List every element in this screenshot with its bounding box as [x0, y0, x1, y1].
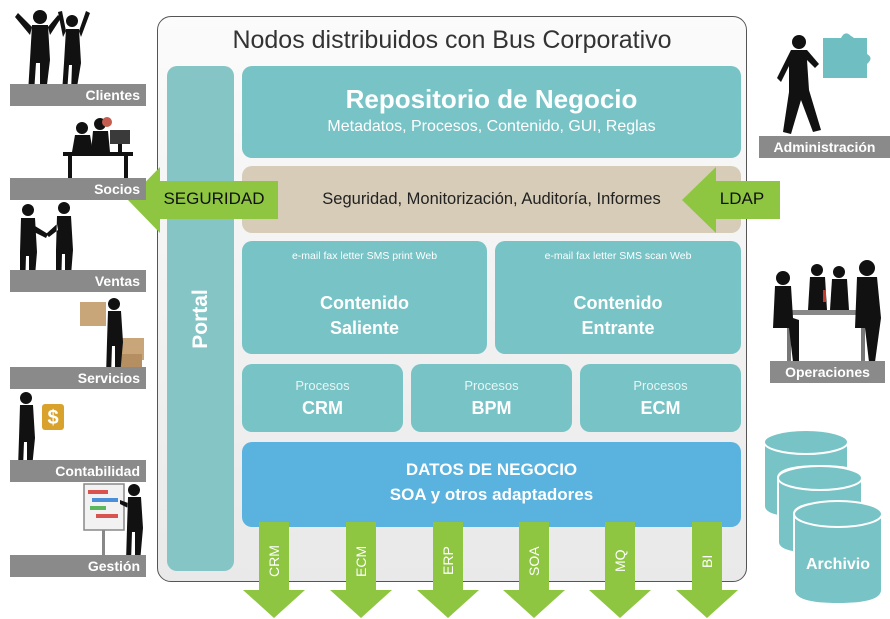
security-band-text: Seguridad, Monitorización, Auditoría, In… — [322, 190, 661, 208]
left-label-socios: Socios — [10, 178, 146, 200]
management-chart-icon — [83, 483, 143, 562]
right-label-administracion: Administración — [759, 136, 890, 158]
left-label-ventas: Ventas — [10, 270, 146, 292]
incoming-content-box — [495, 241, 741, 354]
left-label-servicios: Servicios — [10, 367, 146, 389]
output-arrow-erp — [417, 522, 479, 618]
output-label-bi: BI — [699, 554, 715, 568]
administration-puzzle-icon — [777, 33, 871, 134]
process-name: CRM — [302, 398, 343, 418]
archive-label: Archivio — [805, 556, 870, 573]
business-repository-box — [242, 66, 741, 158]
process-name: ECM — [640, 398, 681, 418]
output-arrow-ecm — [330, 522, 392, 618]
process-box-crm — [242, 364, 403, 432]
left-label-gestion: Gestión — [10, 555, 146, 577]
accounting-dollar-icon: $ — [18, 392, 64, 468]
portal-column — [167, 66, 234, 571]
archive-database-icon — [763, 428, 883, 606]
services-boxes-icon — [80, 298, 144, 376]
output-arrow-soa — [503, 522, 565, 618]
incoming-title-line2: Entrante — [581, 318, 655, 338]
output-label-ecm: ECM — [353, 545, 369, 577]
svg-text:$: $ — [47, 407, 58, 429]
security-band — [242, 166, 741, 233]
operations-meeting-icon — [773, 260, 881, 363]
incoming-channels: e-mail fax letter SMS scan Web — [544, 250, 692, 262]
output-label-mq: MQ — [612, 549, 628, 573]
process-label: Procesos — [464, 378, 519, 393]
ldap-arrow — [682, 167, 780, 233]
incoming-title-line1: Contenido — [573, 293, 663, 313]
repository-title: Repositorio de Negocio — [345, 84, 638, 114]
clients-silhouette-icon — [15, 10, 90, 93]
process-label: Procesos — [633, 378, 688, 393]
outgoing-content-box — [242, 241, 487, 354]
right-label-operaciones: Operaciones — [770, 361, 885, 383]
security-arrow — [128, 167, 278, 233]
business-data-box — [242, 442, 741, 527]
output-label-soa: SOA — [526, 546, 542, 576]
output-arrow-mq — [589, 522, 651, 618]
security-arrow-label: SEGURIDAD — [163, 189, 265, 208]
outgoing-channels: e-mail fax letter SMS print Web — [291, 250, 438, 262]
outgoing-title-line2: Saliente — [329, 318, 400, 338]
business-data-subtitle: SOA y otros adaptadores — [389, 485, 594, 504]
left-label-clientes: Clientes — [10, 84, 146, 106]
process-label: Procesos — [295, 378, 350, 393]
output-arrow-bi — [676, 522, 738, 618]
process-name: BPM — [471, 398, 512, 418]
outgoing-title-line1: Contenido — [320, 293, 409, 313]
left-label-contabilidad: Contabilidad — [10, 460, 146, 482]
diagram-title: Nodos distribuidos con Bus Corporativo — [232, 26, 672, 54]
business-data-title: DATOS DE NEGOCIO — [405, 460, 578, 479]
output-arrows — [243, 522, 738, 618]
partners-silhouette-icon — [63, 117, 133, 180]
output-label-crm: CRM — [266, 545, 282, 577]
output-arrow-crm — [243, 522, 305, 618]
ldap-arrow-label: LDAP — [719, 189, 765, 208]
portal-label: Portal — [188, 288, 212, 349]
process-box-ecm — [580, 364, 741, 432]
process-box-bpm — [411, 364, 572, 432]
repository-subtitle: Metadatos, Procesos, Contenido, GUI, Reg… — [327, 118, 656, 135]
output-label-erp: ERP — [440, 546, 456, 576]
